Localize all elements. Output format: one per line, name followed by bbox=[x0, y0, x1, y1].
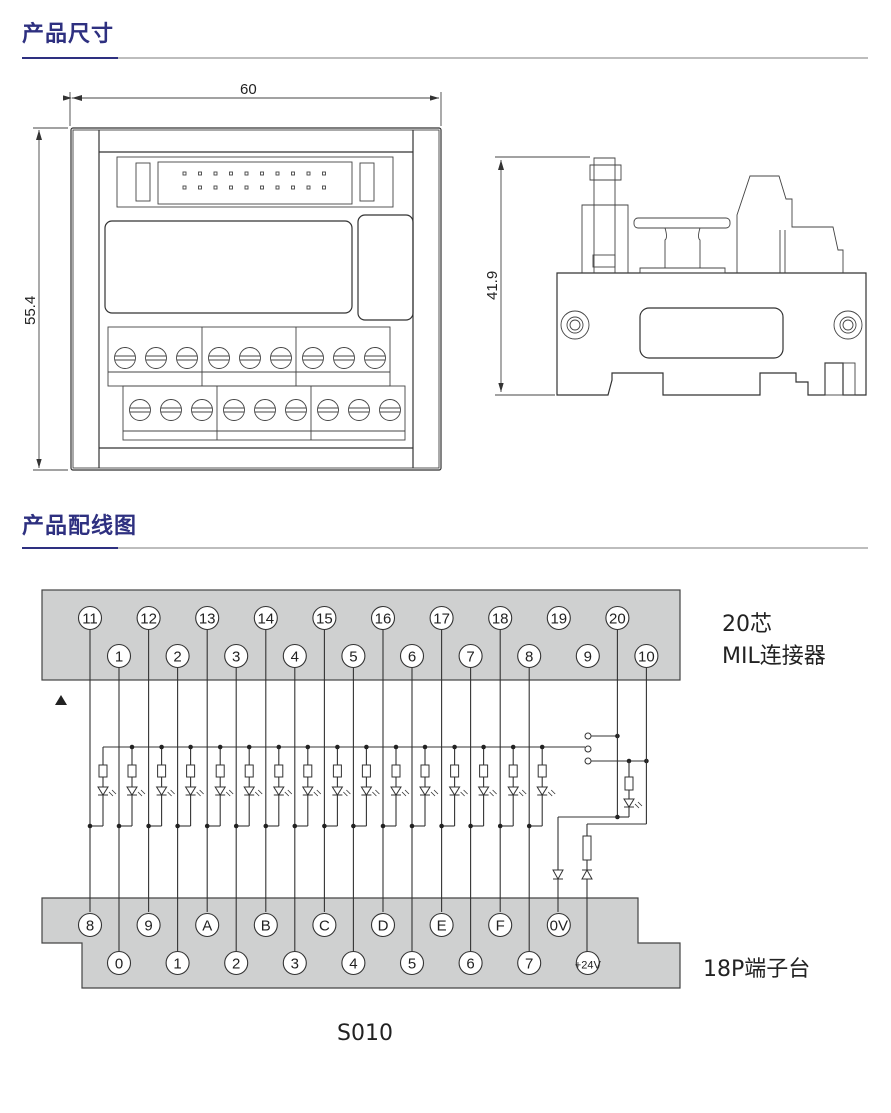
connector-pin-label: 8 bbox=[525, 649, 533, 666]
connector-pin-label: 7 bbox=[466, 649, 474, 666]
terminal-pin-label: +24V bbox=[575, 960, 602, 972]
terminal-pin: E bbox=[429, 912, 454, 938]
connector-pin-label: 3 bbox=[232, 649, 240, 666]
connector-pin-label: 6 bbox=[408, 649, 416, 666]
connector-pin: 19 bbox=[546, 605, 571, 631]
connector-pin: 3 bbox=[224, 643, 249, 669]
connector-pin: 11 bbox=[77, 605, 103, 631]
pin1-marker-icon bbox=[55, 695, 67, 705]
connector-pin-label: 14 bbox=[257, 611, 274, 628]
connector-pin: 6 bbox=[399, 643, 425, 669]
connector-pin: 2 bbox=[165, 643, 190, 669]
connector-pin: 16 bbox=[370, 605, 396, 631]
connector-pin-label: 10 bbox=[638, 649, 655, 666]
terminal-pin-label: 4 bbox=[349, 956, 357, 973]
terminal-pin: 8 bbox=[77, 912, 103, 938]
terminal-pin-label: C bbox=[319, 918, 330, 935]
terminal-pin: B bbox=[253, 912, 278, 938]
connector-pin-label: 12 bbox=[140, 611, 157, 628]
terminal-pin-label: 1 bbox=[173, 956, 181, 973]
model-label: S010 bbox=[337, 1021, 393, 1046]
terminal-pin: 0V bbox=[546, 912, 571, 938]
terminal-pin-label: 8 bbox=[86, 918, 94, 935]
depth-value: 41.9 bbox=[484, 271, 501, 300]
terminal-block-label: 18P端子台 bbox=[703, 957, 811, 982]
side-view: 41.9 bbox=[484, 156, 867, 396]
section-title-dimensions: 产品尺寸 bbox=[22, 22, 115, 47]
terminal-pin: 7 bbox=[517, 950, 542, 976]
terminal-pin: 6 bbox=[458, 950, 483, 976]
connector-label: 20芯 bbox=[722, 612, 772, 637]
connector-pin: 14 bbox=[253, 605, 278, 631]
terminal-pin: C bbox=[312, 912, 337, 938]
connector-pin: 15 bbox=[312, 605, 337, 631]
terminal-pin: 3 bbox=[282, 950, 307, 976]
connector-pin: 17 bbox=[429, 605, 454, 631]
terminal-pin-label: 6 bbox=[466, 956, 474, 973]
front-view bbox=[70, 127, 442, 471]
connector-pin-label: 16 bbox=[375, 611, 392, 628]
terminal-pin: +24V bbox=[575, 950, 602, 976]
terminal-pin-label: 3 bbox=[291, 956, 299, 973]
terminal-pin-label: 0V bbox=[550, 918, 568, 935]
terminal-pin-label: 2 bbox=[232, 956, 240, 973]
connector-pin-label: 13 bbox=[199, 611, 216, 628]
terminal-pin: A bbox=[195, 912, 220, 938]
connector-pin-label: 9 bbox=[584, 649, 592, 666]
terminal-pin: 1 bbox=[165, 950, 190, 976]
connector-pin: 13 bbox=[195, 605, 220, 631]
height-value: 55.4 bbox=[22, 296, 39, 325]
terminal-pin-label: 5 bbox=[408, 956, 416, 973]
connector-pin-label: 17 bbox=[433, 611, 450, 628]
terminal-pin-label: 7 bbox=[525, 956, 533, 973]
connector-pin-label: 18 bbox=[492, 611, 509, 628]
height-dimension: 55.4 bbox=[22, 127, 68, 471]
section-divider bbox=[22, 547, 868, 549]
terminal-pin: 2 bbox=[224, 950, 249, 976]
connector-pin: 18 bbox=[488, 605, 513, 631]
section-title-wiring: 产品配线图 bbox=[22, 514, 138, 539]
width-dimension: 60 bbox=[63, 81, 442, 126]
connector-pin: 9 bbox=[575, 643, 600, 669]
connector-pin-label: 15 bbox=[316, 611, 333, 628]
connector-pin-label: 4 bbox=[291, 649, 299, 666]
terminal-pin-label: 0 bbox=[115, 956, 123, 973]
connector-pin-label: 5 bbox=[349, 649, 357, 666]
connector-pin: 7 bbox=[458, 643, 483, 669]
terminal-pin-label: A bbox=[202, 918, 212, 935]
terminal-pin: 5 bbox=[399, 950, 425, 976]
connector-pin-label: 19 bbox=[550, 611, 567, 628]
connector-pin: 5 bbox=[341, 643, 366, 669]
terminal-pin-label: B bbox=[261, 918, 271, 935]
connector-pin-label: 1 bbox=[115, 649, 123, 666]
terminal-pin-label: F bbox=[496, 918, 505, 935]
connector-pin: 4 bbox=[282, 643, 307, 669]
terminal-pin-label: 9 bbox=[144, 918, 152, 935]
width-value: 60 bbox=[240, 81, 257, 98]
connector-pin: 10 bbox=[634, 643, 659, 669]
connector-pin: 1 bbox=[106, 643, 132, 669]
connector-type-label: MIL连接器 bbox=[722, 644, 826, 669]
connector-pin: 12 bbox=[136, 605, 161, 631]
connector-pin-label: 2 bbox=[173, 649, 181, 666]
section-divider bbox=[22, 57, 868, 59]
terminal-pin: 4 bbox=[341, 950, 366, 976]
connector-pin: 20 bbox=[605, 605, 630, 631]
terminal-pin-label: D bbox=[378, 918, 389, 935]
terminal-pin: 0 bbox=[106, 950, 132, 976]
connector-pin: 8 bbox=[517, 643, 542, 669]
terminal-pin: F bbox=[488, 912, 513, 938]
terminal-pin: D bbox=[370, 912, 396, 938]
connector-pin-label: 20 bbox=[609, 611, 626, 628]
connector-pin-label: 11 bbox=[82, 611, 98, 628]
terminal-pin: 9 bbox=[136, 912, 161, 938]
terminal-pin-label: E bbox=[437, 918, 447, 935]
